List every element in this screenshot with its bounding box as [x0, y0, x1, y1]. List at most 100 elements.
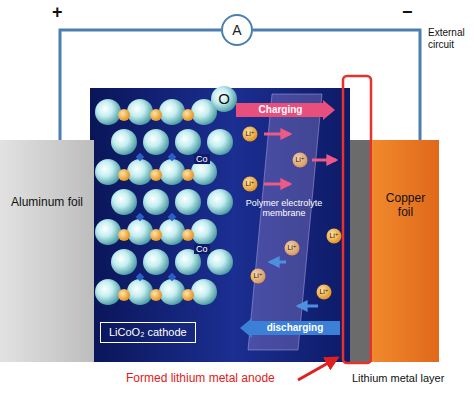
circuit-wire: [60, 30, 221, 140]
oxygen-atom: [127, 279, 153, 305]
cobalt-atom: [168, 213, 176, 221]
electrolyte-membrane: [248, 94, 322, 350]
lithium-atom: [150, 169, 162, 181]
oxygen-atom: [111, 189, 137, 215]
oxygen-atom: [207, 249, 233, 275]
ion-label: Li⁺: [248, 271, 268, 281]
oxygen-atom: [191, 219, 217, 245]
ion-arrow: [312, 159, 336, 162]
lithium-atom: [182, 289, 194, 301]
membrane-label: Polymer electrolyte membrane: [236, 198, 332, 219]
oxygen-atom: [95, 99, 121, 125]
lithium-atom: [150, 229, 162, 241]
charging-arrow: Charging: [236, 100, 335, 120]
ion-label: Li⁺: [324, 231, 344, 241]
ion-label-text: Li⁺: [282, 243, 302, 253]
lithium-atom: [118, 229, 130, 241]
oxygen-atom: [127, 219, 153, 245]
oxygen-atom: [159, 279, 185, 305]
ion-label-text: Li⁺: [248, 271, 268, 281]
oxygen-atom: [159, 159, 185, 185]
ion-label: Li⁺: [290, 155, 310, 165]
ion-arrow: [264, 133, 290, 136]
cobalt-atom: [136, 153, 144, 161]
discharging-arrow-text: discharging: [267, 322, 324, 334]
oxygen-atom: [111, 129, 137, 155]
atom-label-text: O: [214, 90, 234, 107]
oxygen-atom: [159, 99, 185, 125]
ammeter-text: A: [232, 22, 241, 38]
ion-arrow: [298, 305, 318, 308]
polarity-sign-text: −: [402, 2, 413, 23]
atom-label-text: Co: [194, 244, 210, 254]
membrane-label-text: Polymer electrolyte membrane: [236, 198, 332, 219]
oxygen-atom: [95, 219, 121, 245]
lithium-atom: [182, 169, 194, 181]
cathode-label: LiCoO₂ cathode: [100, 322, 196, 343]
oxygen-atom: [175, 189, 201, 215]
cathode-label-text: LiCoO₂ cathode: [109, 326, 187, 339]
ion-label: Li⁺: [240, 129, 260, 139]
oxygen-atom: [111, 249, 137, 275]
lithium-metal-layer: [350, 140, 372, 362]
polarity-sign: +: [52, 2, 63, 23]
atom-label: Co: [194, 154, 210, 164]
atom-label-text: Co: [194, 154, 210, 164]
ion-label-text: Li⁺: [314, 287, 334, 297]
lithium-atom: [150, 109, 162, 121]
lithium-atom: [150, 289, 162, 301]
polarity-sign: −: [402, 2, 413, 23]
callout-text-text: Formed lithium metal anode: [126, 372, 275, 386]
ion-label: Li⁺: [240, 179, 260, 189]
oxygen-atom: [127, 159, 153, 185]
oxygen-atom: [143, 189, 169, 215]
atom-label: O: [214, 90, 234, 107]
circuit-wire: [253, 30, 420, 140]
oxygen-atom: [207, 129, 233, 155]
ion-arrow: [270, 261, 286, 264]
callout-text-text: Lithium metal layer: [352, 372, 470, 385]
oxygen-atom: [95, 159, 121, 185]
copper-foil: Copper foil: [372, 140, 439, 362]
oxygen-atom: [127, 99, 153, 125]
external-circuit-label: External circuit: [428, 27, 472, 50]
ion-label-text: Li⁺: [324, 231, 344, 241]
oxygen-atom: [207, 189, 233, 215]
oxygen-atom: [211, 86, 237, 112]
ion-label: Li⁺: [314, 287, 334, 297]
arrow-body: [236, 100, 335, 120]
arrow-body: [240, 318, 340, 338]
lithium-atom: [182, 109, 194, 121]
ion-label-text: Li⁺: [240, 129, 260, 139]
lithium-atom: [118, 289, 130, 301]
polarity-sign-text: +: [52, 2, 63, 23]
discharging-arrow: discharging: [240, 318, 340, 338]
copper-foil-text: Copper foil: [377, 192, 434, 220]
oxygen-atom: [191, 279, 217, 305]
aluminum-foil: Aluminum foil: [0, 140, 94, 362]
oxygen-atom: [95, 279, 121, 305]
cobalt-atom: [168, 273, 176, 281]
lithium-atom: [182, 229, 194, 241]
cobalt-atom: [136, 213, 144, 221]
oxygen-atom: [143, 129, 169, 155]
atom-label: Co: [194, 244, 210, 254]
ammeter: A: [221, 14, 253, 46]
oxygen-atom: [175, 129, 201, 155]
charging-arrow-text: Charging: [259, 104, 303, 116]
cell-panel: [90, 88, 350, 362]
lithium-atom: [118, 169, 130, 181]
aluminum-foil-text: Aluminum foil: [6, 196, 88, 210]
ion-label-text: Li⁺: [240, 179, 260, 189]
callout-text: Formed lithium metal anode: [126, 372, 275, 386]
cobalt-atom: [136, 273, 144, 281]
lithium-atom: [118, 109, 130, 121]
callout-arrow: [298, 358, 337, 380]
external-circuit-label-text: External circuit: [428, 27, 472, 50]
oxygen-atom: [159, 219, 185, 245]
ion-label-text: Li⁺: [290, 155, 310, 165]
callout-text: Lithium metal layer: [352, 372, 470, 385]
oxygen-atom: [143, 249, 169, 275]
ion-arrow: [264, 183, 290, 186]
